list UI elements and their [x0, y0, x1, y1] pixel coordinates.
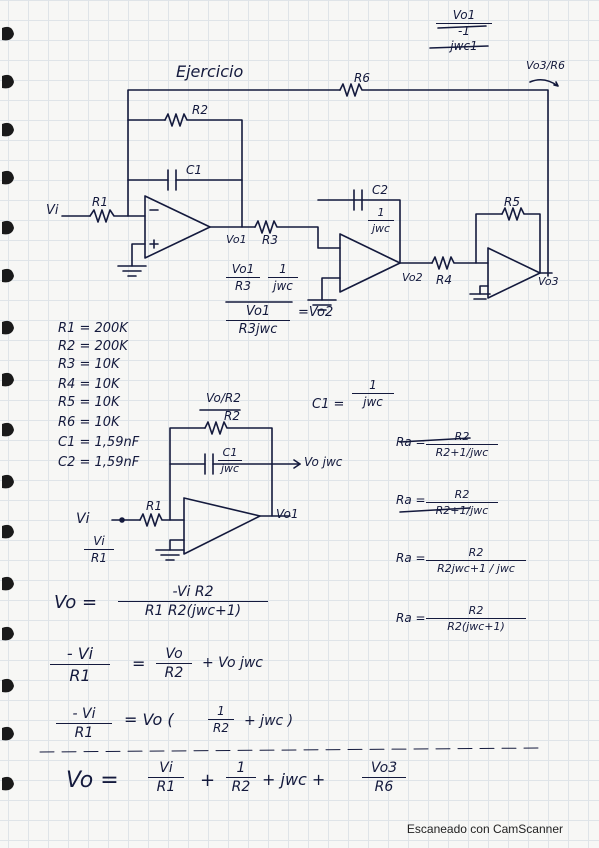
- opamp3: [487, 247, 541, 299]
- opamp2: [339, 233, 401, 293]
- label-vo3: Vo3: [538, 275, 559, 288]
- label-vo3-r6: Vo3/R6: [526, 59, 565, 72]
- label-r3: R3: [262, 233, 278, 247]
- ground2: [307, 299, 337, 311]
- label-vi-b: Vi: [76, 511, 90, 527]
- label-r5: R5: [504, 195, 520, 209]
- exercise-title: Ejercicio: [176, 62, 244, 81]
- label-vo-r2: Vo/R2: [206, 391, 241, 405]
- label-vo1-b: Vo1: [276, 507, 299, 521]
- value-row: C2 = 1,59nF: [58, 455, 140, 470]
- ground3: [469, 293, 491, 300]
- label-vo2: Vo2: [402, 271, 423, 284]
- corner-fraction-bar: [437, 25, 487, 29]
- label-c2: C2: [372, 183, 389, 197]
- vi-r1-frac: Vi R1: [84, 534, 114, 565]
- r1b-resistor: [139, 513, 185, 527]
- label-c1: C1: [186, 163, 203, 177]
- label-r1b: R1: [146, 499, 162, 513]
- c2-capacitor: [353, 189, 363, 211]
- ra-lhs-1: Ra =: [396, 435, 426, 449]
- label-r4: R4: [436, 273, 452, 287]
- eq2-rest: + Vo jwc: [202, 655, 263, 671]
- r3-resistor: [254, 220, 341, 249]
- label-r1: R1: [92, 195, 108, 209]
- value-row: R3 = 10K: [58, 357, 120, 372]
- label-r2b: R2: [224, 409, 240, 423]
- eq4-lhs: Vo =: [66, 768, 119, 793]
- scanner-watermark: Escaneado con CamScanner: [406, 822, 563, 836]
- label-vo1: Vo1: [226, 233, 247, 246]
- value-row: R1 = 200K: [58, 321, 128, 336]
- value-row: C1 = 1,59nF: [58, 435, 140, 450]
- ra-lhs-3: Ra =: [396, 551, 426, 565]
- ground4: [155, 549, 185, 561]
- r5-resistor: [501, 207, 541, 274]
- c1-imp-frac: 1 jwc: [352, 378, 394, 409]
- current-frac-1: Vo1 R3: [226, 262, 260, 293]
- eq3-mid: = Vo (: [124, 710, 174, 729]
- c1b-frac: C1 jwc: [218, 446, 242, 475]
- current-eq-result: =Vo2: [298, 305, 334, 320]
- eq2-equals: =: [132, 654, 146, 673]
- label-vo-jwc: Vo jwc: [304, 455, 343, 469]
- ra-lhs-2: Ra =: [396, 493, 426, 507]
- c1b-capacitor: [204, 453, 214, 475]
- corner-note: Vo1 -1 jwc1: [436, 8, 492, 53]
- current-eq-frac: Vo1 R3jwc: [226, 304, 290, 337]
- opamp4: [183, 497, 261, 555]
- r4-resistor: [431, 256, 489, 270]
- eq1-lhs: Vo =: [54, 592, 98, 613]
- eq4-mid: + jwc +: [262, 770, 326, 789]
- ra-lhs-4: Ra =: [396, 611, 426, 625]
- value-row: R2 = 200K: [58, 339, 128, 354]
- eq4-plus: +: [200, 770, 216, 791]
- c2-impedance: 1 jwc: [368, 206, 394, 235]
- label-r2: R2: [192, 103, 208, 117]
- current-frac-2: 1 jwc: [268, 262, 298, 293]
- label-r6: R6: [354, 71, 370, 85]
- r1-resistor: [89, 209, 146, 223]
- opamp1: [144, 195, 211, 259]
- label-vi: Vi: [46, 203, 59, 218]
- eq3-rest: + jwc ): [244, 713, 294, 729]
- c1-capacitor: [167, 169, 177, 191]
- c1-imp-lhs: C1 =: [312, 397, 345, 412]
- value-row: R4 = 10K: [58, 377, 120, 392]
- r2b-resistor: [204, 421, 273, 517]
- r2-resistor: [164, 113, 243, 228]
- r6-resistor: [339, 83, 549, 277]
- ground1: [117, 265, 147, 277]
- value-row: R5 = 10K: [58, 395, 120, 410]
- value-row: R6 = 10K: [58, 415, 120, 430]
- spiral-binding: [2, 26, 14, 791]
